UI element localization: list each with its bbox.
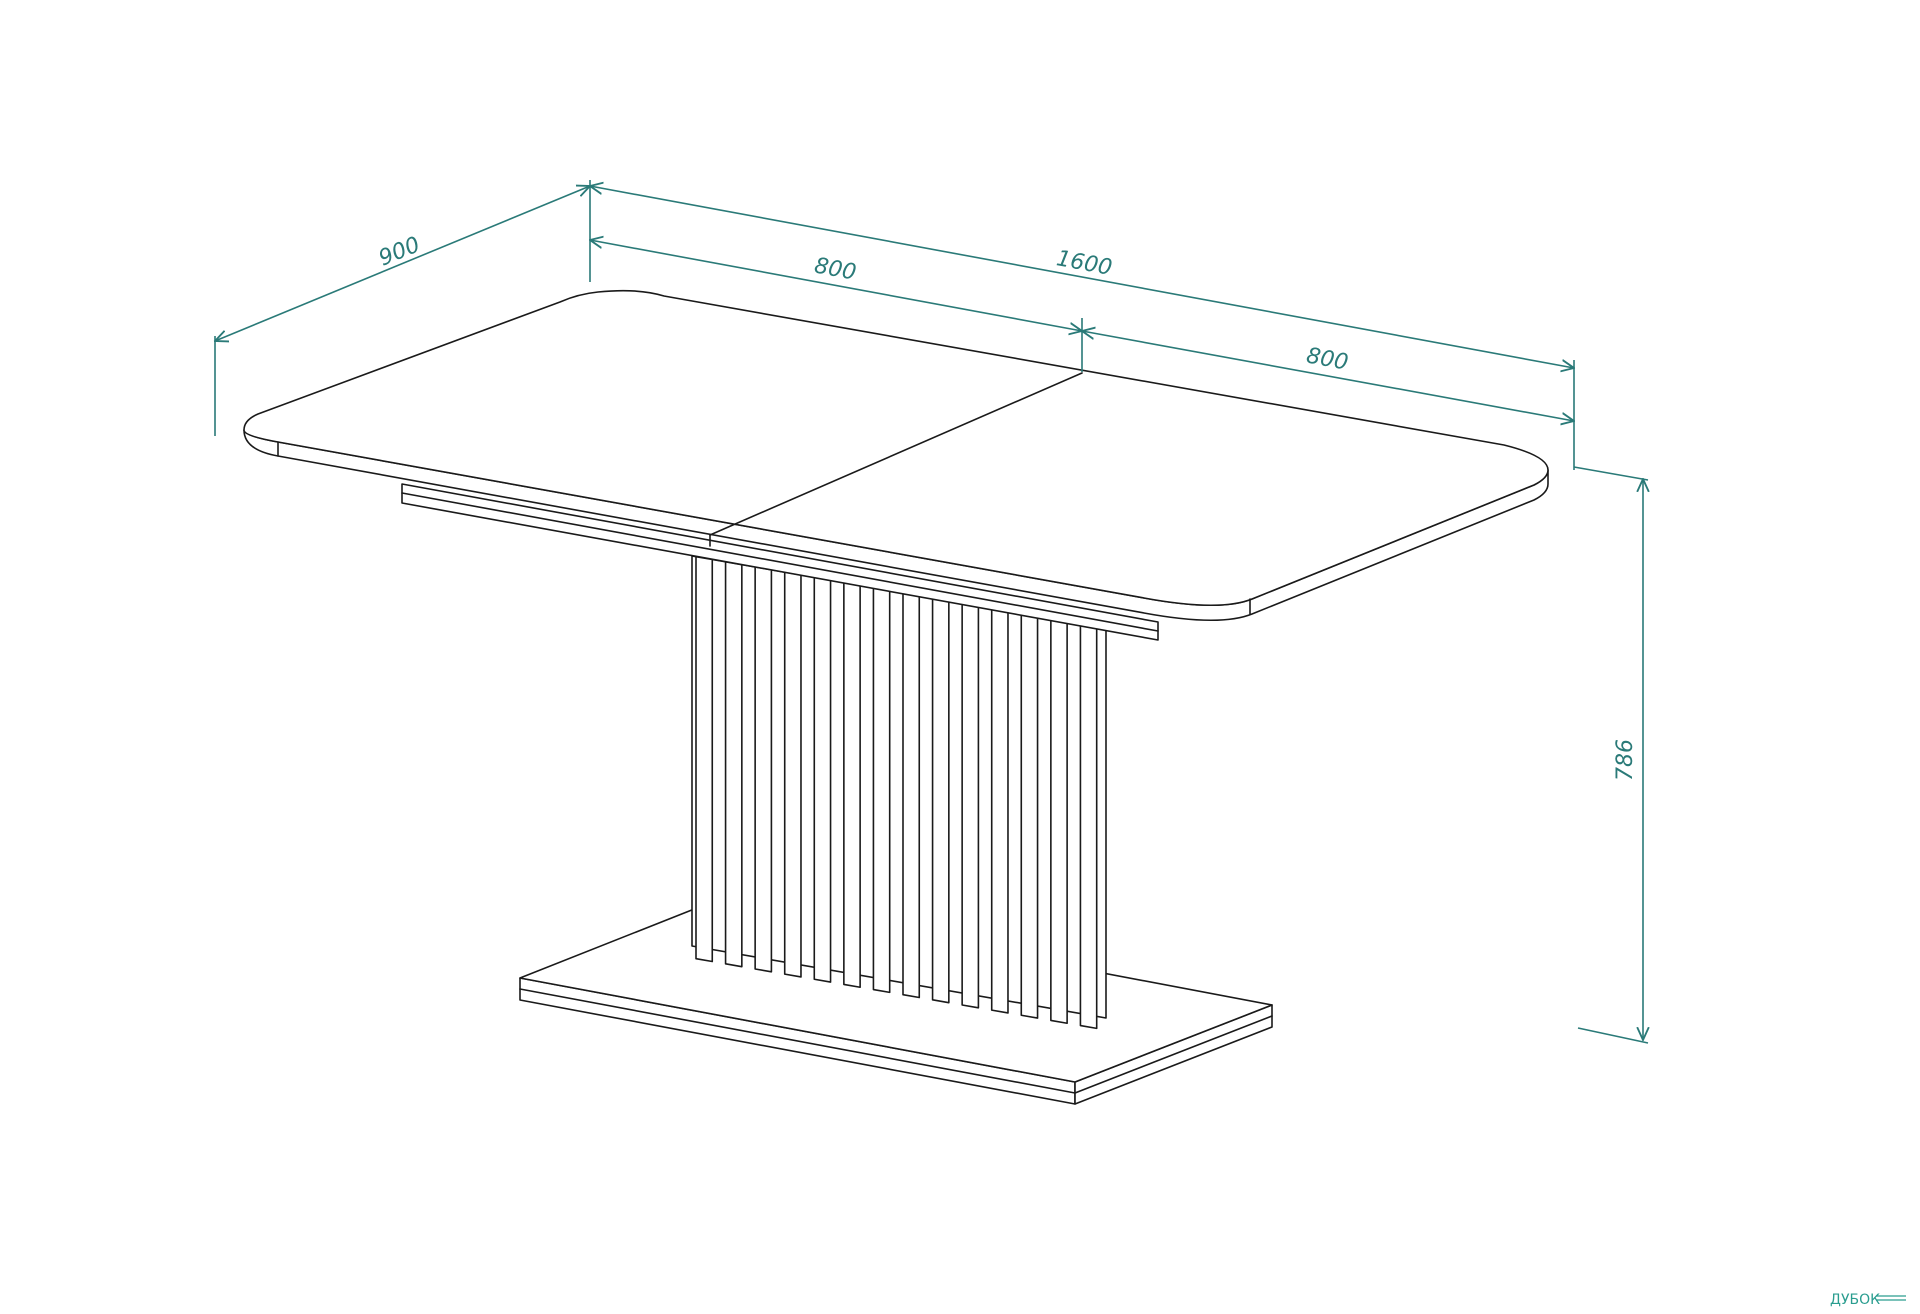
pedestal-slat xyxy=(1079,622,1098,1030)
pedestal-slat xyxy=(931,597,950,1004)
base-edge-line xyxy=(519,988,1076,1094)
watermark-logo: ДУБОК xyxy=(1830,1292,1906,1308)
pedestal-slat xyxy=(754,566,773,973)
label-right-section: 800 xyxy=(1304,343,1350,375)
pedestal-slat xyxy=(1020,612,1039,1019)
pedestal-slat xyxy=(1050,617,1068,1025)
label-height: 786 xyxy=(1613,739,1638,781)
pedestal-slat xyxy=(783,571,802,978)
dimension-depth xyxy=(215,186,590,341)
pedestal-slat xyxy=(695,555,714,963)
extension-line-height-bottom xyxy=(1577,1027,1649,1044)
label-left-section: 800 xyxy=(812,253,858,285)
base-edge-line-right xyxy=(1074,1015,1273,1094)
leaf-seam xyxy=(709,372,1083,536)
watermark-text: ДУБОК xyxy=(1830,1292,1880,1308)
pedestal-slat xyxy=(872,586,891,994)
pedestal-slat xyxy=(961,602,980,1009)
table-pedestal xyxy=(691,555,1107,1030)
label-total-length: 1600 xyxy=(1054,246,1114,281)
dimension-left-section xyxy=(590,240,1082,331)
top-surface xyxy=(243,289,1549,607)
apron-line xyxy=(401,492,1159,632)
pedestal-slat xyxy=(902,591,921,999)
pedestal-slat xyxy=(813,576,832,983)
pedestal-slat xyxy=(724,561,743,968)
label-depth: 900 xyxy=(375,232,423,271)
table-top xyxy=(243,289,1549,641)
pedestal-body xyxy=(691,555,1107,1019)
dimension-right-section xyxy=(1082,331,1574,421)
pedestal-slat xyxy=(990,607,1009,1014)
extension-line-height-top xyxy=(1573,466,1649,481)
pedestal-slat xyxy=(843,581,861,989)
